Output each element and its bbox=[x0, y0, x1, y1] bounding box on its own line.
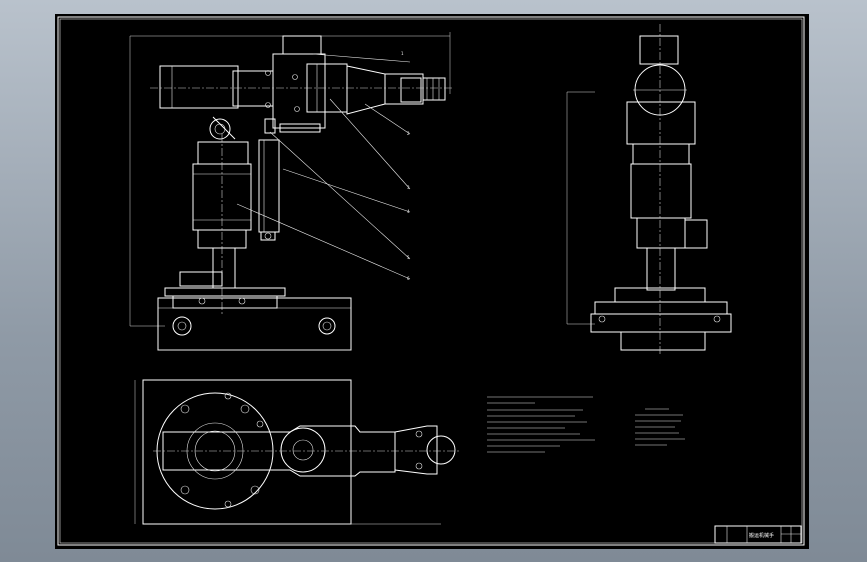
cad-drawing-viewport[interactable]: 1 2 3 4 5 6 bbox=[55, 14, 809, 549]
balloon-4: 4 bbox=[407, 209, 410, 214]
technical-notes bbox=[487, 396, 685, 453]
top-view bbox=[134, 379, 461, 525]
balloon-1: 1 bbox=[401, 51, 404, 56]
leader-lines bbox=[236, 53, 411, 280]
front-view bbox=[129, 32, 453, 351]
title-block-title: 搬运机械手 bbox=[749, 532, 774, 539]
balloon-6: 6 bbox=[407, 276, 410, 281]
balloon-2: 2 bbox=[407, 131, 410, 136]
sheet-border bbox=[57, 16, 805, 546]
balloon-5: 5 bbox=[407, 255, 410, 260]
balloon-3: 3 bbox=[407, 185, 410, 190]
title-block bbox=[714, 525, 802, 544]
sheet-inner-border bbox=[59, 18, 803, 544]
drawing-canvas: 1 2 3 4 5 6 bbox=[57, 16, 805, 546]
side-view bbox=[566, 24, 732, 354]
